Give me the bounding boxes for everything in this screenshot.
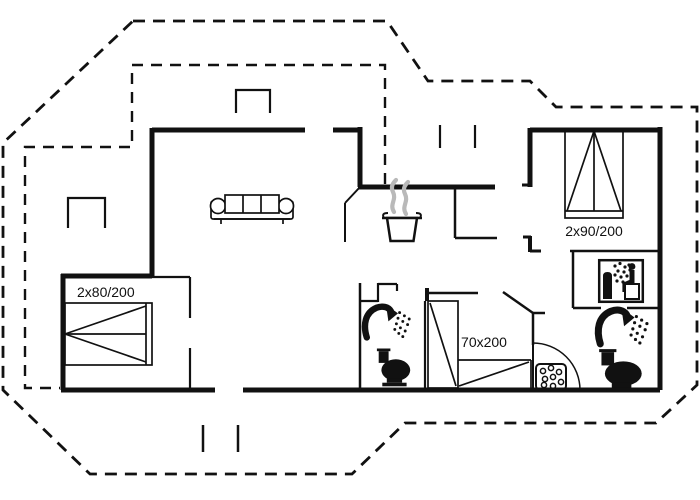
walls [60,127,663,393]
sauna-icon [597,258,645,304]
bed-double-left: 2x80/200 [64,284,153,366]
toilet-icon [599,349,642,392]
door-swing-arc [532,342,581,391]
window-marker [66,196,107,228]
bed-double-right: 2x90/200 [564,130,624,239]
bed-single-l-shape: 70x200 [427,300,532,389]
bed-left-label: 2x80/200 [77,284,135,300]
shower-head-icon [365,305,411,338]
bed-right-label: 2x90/200 [565,223,623,239]
window-markers [66,88,477,452]
terrace-dashed-outline [1,19,699,476]
shower-head-icon [598,308,648,345]
cooking-pot-icon [382,212,422,243]
steam-icon [389,177,411,217]
bed-single-label: 70x200 [461,334,507,350]
shower-tray-icon [535,363,567,391]
toilet-icon [376,348,411,387]
window-marker [234,88,272,113]
sofa-icon [209,194,295,224]
